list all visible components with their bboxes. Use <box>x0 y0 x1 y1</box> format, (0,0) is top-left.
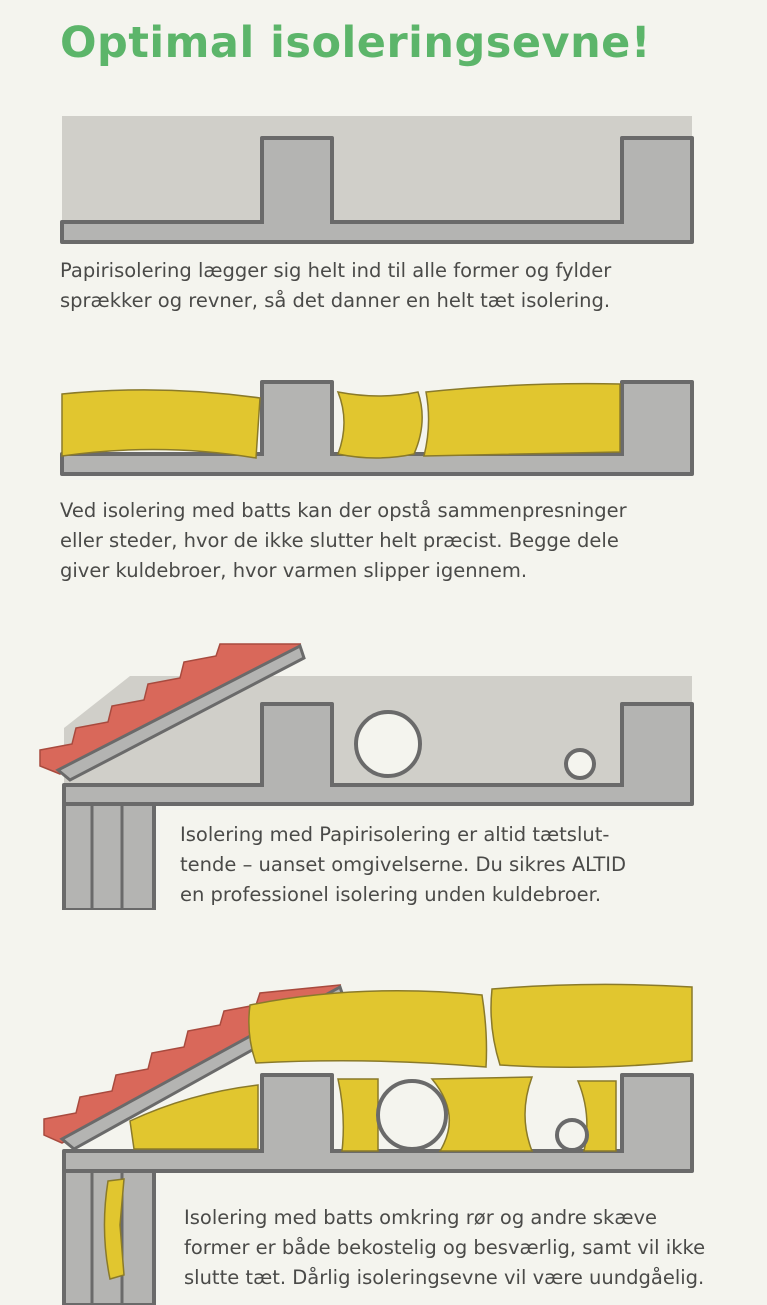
caption-1: Papirisolering lægger sig helt ind til a… <box>60 259 612 312</box>
batt-right <box>423 382 621 457</box>
batt-beside-pipe <box>337 1078 379 1152</box>
batt-top-right <box>490 983 693 1068</box>
diagram-paper-insulation <box>60 116 694 244</box>
diagram-batts-gaps <box>60 380 694 476</box>
pipe-small <box>555 1118 589 1152</box>
paper-insulation-fill <box>62 116 692 222</box>
caption-3: Isolering med Papirisolering er altid tæ… <box>180 823 627 906</box>
batt-left <box>61 389 261 459</box>
rafter <box>55 643 306 782</box>
pipe-large <box>354 710 422 778</box>
caption-4: Isolering med batts omkring rør og andre… <box>184 1206 706 1289</box>
diagram-attic-paper-insulation <box>39 643 694 910</box>
wall <box>62 802 156 910</box>
caption-2: Ved isolering med batts kan der opstå sa… <box>60 499 627 582</box>
pipe-large <box>376 1079 448 1151</box>
page-title: Optimal isoleringsevne! <box>60 18 651 68</box>
batt-compressed <box>336 391 423 459</box>
pipe-small <box>564 748 596 780</box>
batt-in-wall <box>103 1178 125 1280</box>
batt-wedge <box>430 1076 534 1152</box>
diagram-attic-batts <box>43 983 694 1305</box>
batt-sloped-left <box>129 1084 259 1150</box>
batt-top-middle <box>248 990 488 1068</box>
